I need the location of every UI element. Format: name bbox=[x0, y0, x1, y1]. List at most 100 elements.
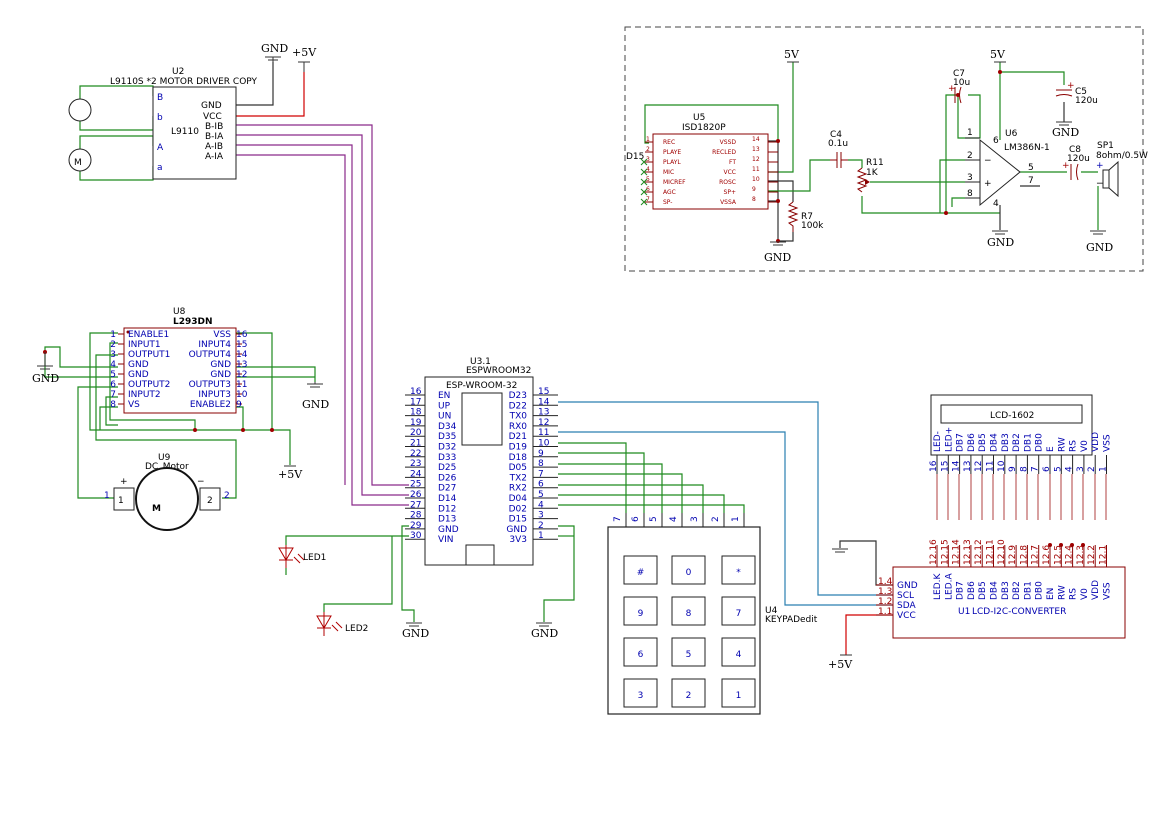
u5-pin-label: MICREF bbox=[663, 179, 686, 186]
u8-pin-num: 15 bbox=[236, 340, 247, 350]
lcd-pin-num: 9 bbox=[1008, 466, 1018, 472]
keypad-key-label: 4 bbox=[736, 650, 742, 660]
u8-pin-num: 14 bbox=[236, 350, 248, 360]
u8-pin-num: 11 bbox=[236, 380, 247, 390]
power-gnd-label: GND bbox=[764, 251, 791, 264]
u1-pin-num: 12.13 bbox=[963, 539, 973, 565]
u3-pin-num: 9 bbox=[538, 449, 544, 459]
ground-icon bbox=[536, 622, 552, 627]
svg-text:+: + bbox=[948, 84, 956, 94]
u8-pin-num: 13 bbox=[236, 360, 247, 370]
u4-value: KEYPADedit bbox=[765, 615, 818, 625]
u4-ref: U4 bbox=[765, 606, 778, 616]
u1-pin-num: 12.8 bbox=[1019, 545, 1029, 565]
c5-ref: C5 bbox=[1075, 87, 1087, 97]
lcd-pin-label: DB3 bbox=[1001, 433, 1011, 452]
wire-l293-en bbox=[89, 332, 291, 465]
u5-value: ISD1820P bbox=[682, 123, 726, 133]
wire-l293-in bbox=[109, 342, 196, 430]
lcd-pin-label: E bbox=[1046, 446, 1056, 452]
u3-pin-num: 23 bbox=[410, 459, 421, 469]
c4-value: 0.1u bbox=[828, 139, 848, 149]
u5-pin-label: PLAYE bbox=[663, 149, 681, 156]
u3-pin-label: D23 bbox=[509, 391, 527, 401]
c7-value: 10u bbox=[953, 78, 970, 88]
power-symbols: GND +5V GND GND +5V GND GND +5V 5V 5V GN… bbox=[32, 42, 1113, 671]
u8-pin-num: 16 bbox=[236, 330, 248, 340]
svg-text:VCC: VCC bbox=[203, 112, 222, 122]
svg-text:2: 2 bbox=[967, 151, 973, 161]
u3-pin-label: TX2 bbox=[509, 473, 527, 483]
wire-u6-8 bbox=[951, 197, 965, 207]
svg-text:3: 3 bbox=[967, 173, 973, 183]
opamp-icon bbox=[979, 138, 1021, 207]
keypad-pin-num: 5 bbox=[649, 516, 659, 522]
keypad-key bbox=[671, 678, 706, 708]
power-gnd-label: GND bbox=[531, 627, 558, 640]
wire-motor-left bbox=[77, 386, 118, 499]
u1-value: LCD-I2C-CONVERTER bbox=[972, 607, 1066, 617]
lcd-pin-label: V0 bbox=[1080, 440, 1090, 452]
u3-pin-label: RX2 bbox=[509, 484, 527, 494]
svg-text:−: − bbox=[197, 477, 205, 487]
led1-ref: LED1 bbox=[303, 553, 326, 563]
lcd-pin-label: RW bbox=[1057, 437, 1067, 452]
u3-pin-num: 19 bbox=[410, 418, 422, 428]
u8-pin-label: GND bbox=[128, 370, 149, 380]
svg-text:+: + bbox=[1062, 161, 1070, 171]
keypad-key-label: # bbox=[637, 568, 645, 578]
u3-pin-label: D27 bbox=[438, 484, 456, 494]
wire-l293-gnd-right bbox=[236, 366, 316, 382]
wire-c7 bbox=[945, 94, 965, 213]
ground-icon bbox=[770, 241, 786, 246]
u5-pin-label: AGC bbox=[663, 189, 676, 196]
u1-pin-label: RS bbox=[1069, 588, 1079, 600]
keypad-key-label: 2 bbox=[686, 691, 692, 701]
wire-sda bbox=[558, 431, 893, 606]
lcd-pin-num: 4 bbox=[1065, 466, 1075, 472]
lcd-pin-num: 2 bbox=[1087, 466, 1097, 472]
lcd-pin-num: 12 bbox=[974, 461, 984, 472]
u1-pin-num: 12.14 bbox=[952, 539, 962, 565]
u8-pin-num: 10 bbox=[236, 390, 248, 400]
u8-pin-num: 8 bbox=[110, 400, 116, 410]
u3-ref: U3.1 bbox=[470, 357, 491, 367]
u3-pin-label: D13 bbox=[438, 515, 456, 525]
u3-pin-num: 8 bbox=[538, 459, 544, 469]
ground-icon bbox=[37, 352, 53, 370]
wire-i2c-vcc bbox=[845, 614, 893, 655]
u8-pin-label: OUTPUT4 bbox=[189, 350, 232, 360]
c5: + C5 120u bbox=[1055, 81, 1098, 106]
c8-ref: C8 bbox=[1069, 145, 1081, 155]
u1-pin-num: 12.3 bbox=[1076, 545, 1086, 565]
c8: + C8 120u bbox=[1062, 145, 1090, 181]
u3-pin-num: 20 bbox=[410, 428, 422, 438]
r7: R7 100k bbox=[787, 201, 824, 232]
keypad-key bbox=[671, 596, 706, 626]
power-gnd-label: GND bbox=[32, 372, 59, 385]
u2-ref: U2 bbox=[172, 67, 184, 77]
u8-pin-num: 1 bbox=[110, 330, 116, 340]
u3-pin-num: 5 bbox=[538, 490, 544, 500]
ground-icon bbox=[992, 230, 1008, 235]
u8-pin-num: 9 bbox=[236, 400, 242, 410]
lcd-pin-num: 11 bbox=[986, 461, 996, 472]
svg-text:+: + bbox=[1067, 81, 1075, 91]
ground-icon bbox=[406, 622, 422, 627]
led2: LED2 bbox=[316, 612, 368, 636]
svg-text:B-IA: B-IA bbox=[205, 132, 224, 142]
lcd-pin-label: VDD bbox=[1091, 432, 1101, 452]
u3-pin-num: 13 bbox=[538, 408, 549, 418]
u3-pin-num: 21 bbox=[410, 439, 421, 449]
wire-r11-gnd bbox=[861, 196, 1000, 214]
wire-isd-rosc bbox=[768, 180, 794, 202]
keypad-key-label: * bbox=[736, 568, 741, 578]
power-5v-label: 5V bbox=[990, 48, 1006, 61]
wire-esp-gnd-right bbox=[543, 525, 575, 622]
lcd-pin-num: 10 bbox=[997, 460, 1007, 472]
u3-pin-label: TX0 bbox=[509, 412, 528, 422]
svg-text:GND: GND bbox=[201, 101, 222, 111]
u5-pin-label: PLAYL bbox=[663, 159, 681, 166]
u1-pin-label: DB0 bbox=[1035, 581, 1045, 600]
